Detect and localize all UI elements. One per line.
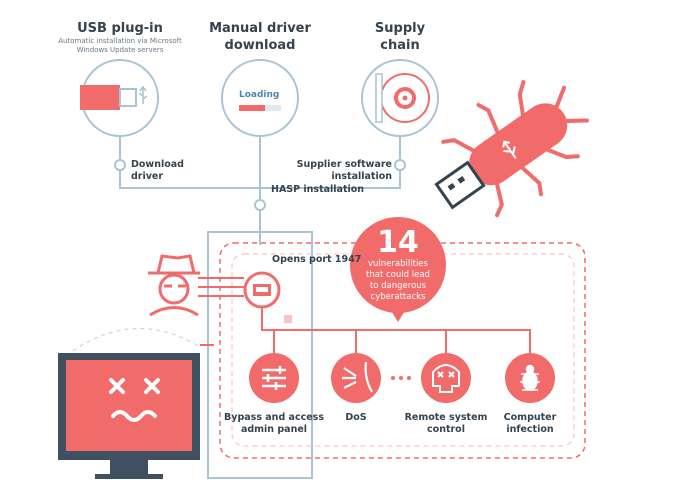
bypass-icon-circle	[249, 353, 299, 403]
bubble-line-2: that could lead	[366, 270, 430, 280]
supplier-label-1: Supplier software	[296, 159, 392, 170]
signal-arc	[59, 328, 199, 361]
dos-icon-circle	[331, 353, 381, 403]
vulnerabilities-bubble	[350, 217, 446, 322]
bubble-line-1: vulnerabilities	[368, 259, 428, 269]
connector-nodes	[114, 159, 406, 211]
bypass-label-2: admin panel	[240, 424, 308, 435]
supply-title-1: Supply	[374, 21, 426, 36]
usb-title: USB plug-in	[77, 21, 163, 36]
supply-title-2: chain	[380, 38, 420, 53]
dos-icon	[342, 361, 373, 393]
usb-subtitle-2: Windows Update servers	[76, 46, 164, 54]
small-box-icon	[284, 315, 292, 323]
bug-usb-icon	[434, 80, 590, 218]
dots	[391, 376, 411, 380]
dos-label: DoS	[345, 412, 367, 423]
bubble-line-4: cyberattacks	[370, 292, 426, 302]
download-driver-label-1: Download	[131, 159, 184, 170]
supplier-label-2: installation	[331, 171, 392, 182]
remote-label-2: control	[427, 424, 465, 435]
manual-download-circle	[221, 59, 299, 137]
sliders-icon	[262, 366, 286, 390]
bubble-line-3: to dangerous	[369, 281, 427, 291]
bug-icon	[520, 364, 540, 391]
usb-icon	[80, 85, 120, 110]
loading-text: Loading	[239, 90, 280, 100]
infection-label-2: infection	[506, 424, 554, 435]
remote-control-icon-circle	[421, 353, 471, 403]
skull-icon	[432, 364, 460, 393]
usb-circle	[80, 59, 159, 137]
manual-title-2: download	[224, 38, 296, 53]
manual-title-1: Manual driver	[209, 21, 311, 36]
remote-label-1: Remote system	[404, 412, 488, 423]
vulnerable-zone	[219, 242, 586, 459]
bypass-label-1: Bypass and access	[224, 412, 324, 423]
supply-chain-circle	[361, 59, 439, 137]
port-icon	[243, 271, 281, 309]
vuln-count: 14	[377, 225, 419, 260]
hasp-label: HASP installation	[271, 184, 365, 195]
port-label: Opens port 1947	[272, 254, 362, 265]
hacker-icon	[148, 254, 200, 317]
download-driver-label-2: driver	[131, 171, 164, 182]
infection-label-1: Computer	[503, 412, 557, 423]
infection-icon-circle	[505, 353, 555, 403]
usb-subtitle-1: Automatic installation via Microsoft	[58, 37, 182, 45]
broken-monitor-icon	[58, 353, 200, 479]
